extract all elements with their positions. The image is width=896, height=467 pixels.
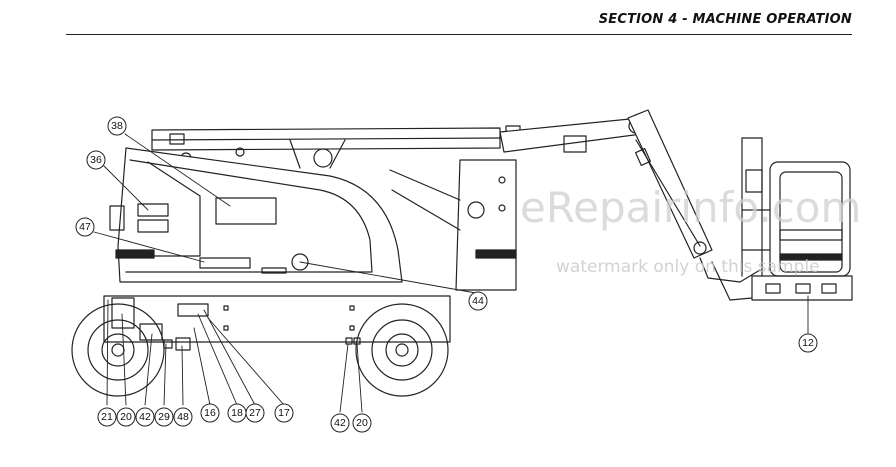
svg-text:42: 42 [334,417,346,429]
callout-48: 48 [173,407,193,427]
main-boom [151,125,521,169]
svg-text:17: 17 [278,407,290,419]
svg-text:12: 12 [802,337,814,349]
svg-text:27: 27 [249,407,261,419]
header-rule [66,34,852,35]
callouts: 38 36 47 44 12 21 20 42 29 48 16 18 27 1… [75,116,818,433]
callout-18: 18 [227,403,247,423]
callout-47: 47 [75,217,95,237]
leader-lines [93,133,809,413]
callout-42: 42 [135,407,155,427]
callout-16: 16 [200,403,220,423]
svg-text:20: 20 [356,417,368,429]
svg-text:29: 29 [158,411,170,423]
svg-text:16: 16 [204,407,216,419]
svg-text:48: 48 [177,411,189,423]
hazard-stripes [115,249,843,261]
svg-text:42: 42 [139,411,151,423]
svg-text:18: 18 [231,407,243,419]
jib-arm [627,109,761,301]
svg-text:44: 44 [472,295,484,307]
svg-text:20: 20 [120,411,132,423]
watermark-main: eRepairinfo.com [520,183,861,232]
callout-21: 21 [97,407,117,427]
watermark: eRepairinfo.com watermark only on this s… [520,183,861,277]
callout-17: 17 [274,403,294,423]
turntable-body [109,147,403,283]
svg-text:47: 47 [79,221,91,233]
callout-12: 12 [798,333,818,353]
left-wheel [71,303,165,397]
callout-42-right: 42 [330,413,350,433]
right-wheel [355,303,449,397]
callout-27: 27 [245,403,265,423]
platform-basket [741,137,853,301]
callout-44: 44 [468,291,488,311]
callout-20: 20 [116,407,136,427]
callout-29: 29 [154,407,174,427]
callout-20-right: 20 [352,413,372,433]
callout-38: 38 [107,116,127,136]
svg-text:36: 36 [90,154,102,166]
svg-text:38: 38 [111,120,123,132]
svg-text:21: 21 [101,411,113,423]
watermark-sub: watermark only on this sample [556,257,820,277]
section-title: SECTION 4 - MACHINE OPERATION [598,12,852,27]
upper-arm [499,117,644,153]
riser [389,159,517,291]
callout-36: 36 [86,150,106,170]
